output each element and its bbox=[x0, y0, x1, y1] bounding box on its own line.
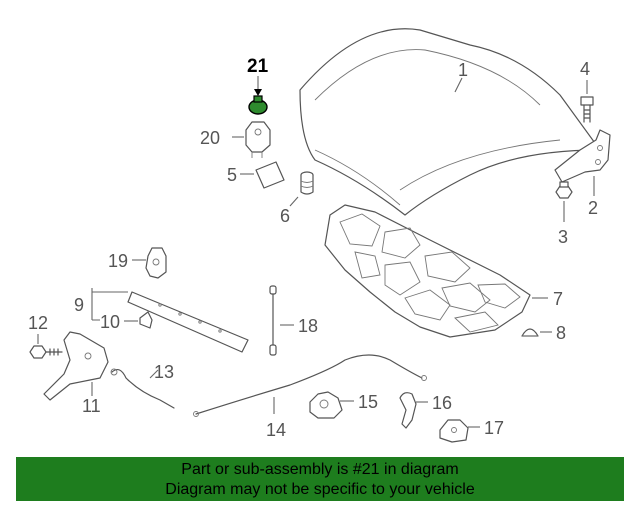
callout-2[interactable]: 2 bbox=[588, 198, 598, 218]
callout-6[interactable]: 6 bbox=[280, 206, 290, 226]
parts-diagram: 1 4 2 3 7 8 bbox=[28, 28, 611, 443]
safety-catch-part[interactable] bbox=[399, 392, 417, 429]
callout-8[interactable]: 8 bbox=[556, 323, 566, 343]
release-handle-cable-part[interactable] bbox=[110, 368, 175, 409]
info-banner: Part or sub-assembly is #21 in diagram D… bbox=[16, 457, 624, 501]
hood-stay-rod-part[interactable] bbox=[269, 285, 277, 356]
stay-rod-clip-part[interactable] bbox=[245, 121, 271, 158]
insulator-clip-part[interactable] bbox=[521, 328, 539, 337]
callout-3[interactable]: 3 bbox=[558, 227, 568, 247]
release-cable-part[interactable] bbox=[193, 354, 427, 417]
callout-1[interactable]: 1 bbox=[458, 60, 468, 80]
leader-6 bbox=[289, 196, 299, 207]
latch-bracket-part[interactable] bbox=[145, 247, 167, 279]
callout-20[interactable]: 20 bbox=[200, 128, 220, 148]
hood-latch-part[interactable] bbox=[309, 391, 343, 419]
hood-bumper-part[interactable] bbox=[248, 95, 268, 115]
callout-18[interactable]: 18 bbox=[298, 316, 318, 336]
hood-hinge-part[interactable] bbox=[554, 129, 611, 183]
callout-13[interactable]: 13 bbox=[154, 362, 174, 382]
banner-line-1: Part or sub-assembly is #21 in diagram bbox=[181, 461, 459, 478]
hinge-nut-part[interactable] bbox=[555, 181, 573, 199]
latch-release-bracket-part[interactable] bbox=[43, 331, 109, 401]
leader-9 bbox=[91, 288, 128, 321]
callout-10[interactable]: 10 bbox=[100, 312, 120, 332]
arrow-21-icon bbox=[254, 89, 262, 96]
callout-4[interactable]: 4 bbox=[580, 59, 590, 79]
callout-11[interactable]: 11 bbox=[82, 396, 101, 416]
leader-1 bbox=[454, 77, 463, 93]
callout-16[interactable]: 16 bbox=[432, 393, 452, 413]
hood-pad-part[interactable] bbox=[255, 161, 285, 189]
callout-12[interactable]: 12 bbox=[28, 313, 48, 333]
weatherstrip-clip-part[interactable] bbox=[139, 311, 153, 329]
latch-switch-part[interactable] bbox=[439, 419, 469, 443]
callout-17[interactable]: 17 bbox=[484, 418, 504, 438]
callout-14[interactable]: 14 bbox=[266, 420, 286, 440]
cylinder-bumper-part[interactable] bbox=[300, 171, 314, 195]
callout-19[interactable]: 19 bbox=[108, 251, 128, 271]
hood-part[interactable] bbox=[299, 28, 601, 216]
callout-5[interactable]: 5 bbox=[227, 165, 237, 185]
callout-21[interactable]: 21 bbox=[247, 56, 269, 77]
weatherstrip-part[interactable] bbox=[127, 291, 249, 353]
hood-insulator-part[interactable] bbox=[324, 204, 531, 338]
hinge-bolt-part[interactable] bbox=[580, 96, 594, 123]
callout-9[interactable]: 9 bbox=[74, 295, 84, 315]
callout-15[interactable]: 15 bbox=[358, 392, 378, 412]
latch-bolt-part[interactable] bbox=[29, 345, 63, 359]
banner-line-2: Diagram may not be specific to your vehi… bbox=[165, 481, 475, 498]
leader-13 bbox=[149, 369, 159, 379]
callout-7[interactable]: 7 bbox=[553, 289, 563, 309]
